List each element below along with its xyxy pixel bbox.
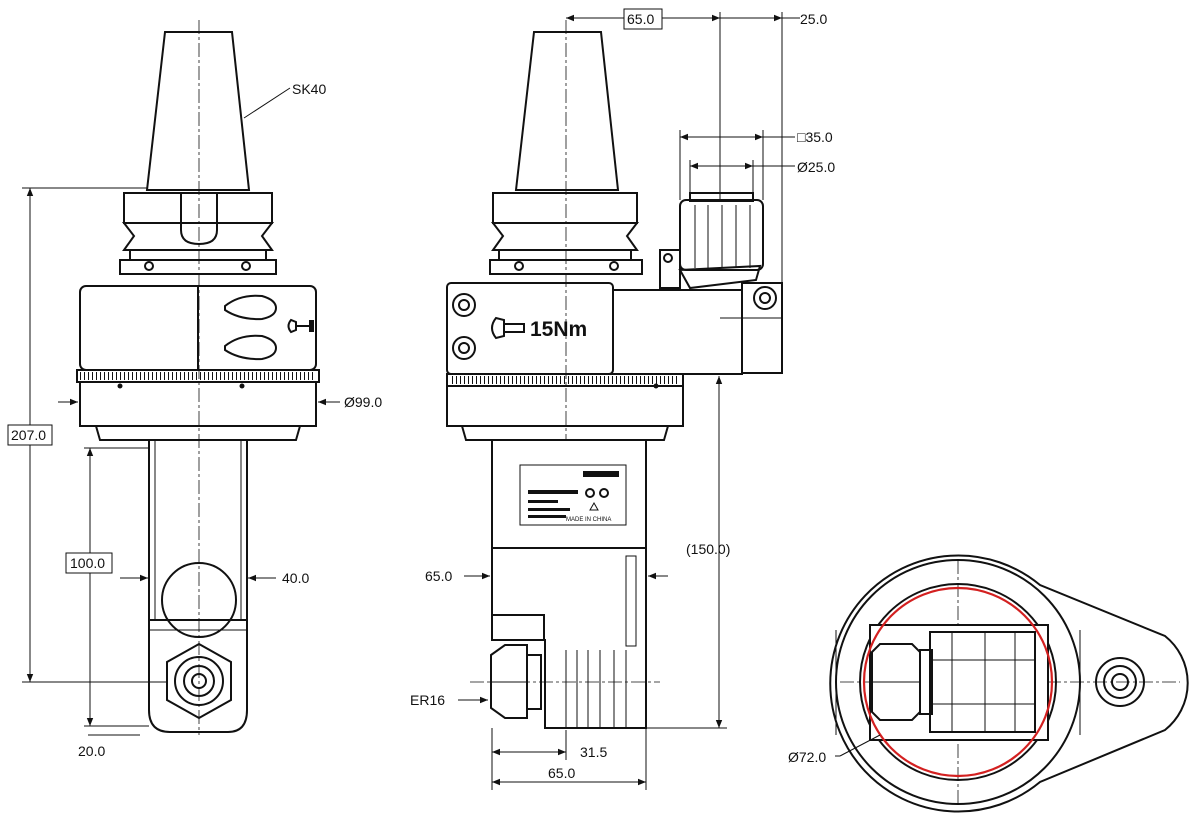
dim-40: 40.0 xyxy=(282,570,309,586)
warning-icon xyxy=(589,501,599,511)
lower-housing xyxy=(491,439,647,549)
dim-20: 20.0 xyxy=(78,743,105,759)
torque-label: 15Nm xyxy=(530,318,587,341)
er16-label: ER16 xyxy=(410,692,445,708)
dim-dia99: Ø99.0 xyxy=(344,394,382,410)
collet-nut xyxy=(490,644,528,719)
oval-slot xyxy=(224,294,278,321)
dim-65-bottom: 65.0 xyxy=(548,765,575,781)
flange-groove xyxy=(121,222,275,251)
screw-dot xyxy=(144,261,154,271)
sk40-taper xyxy=(145,31,251,191)
front-view: SK40 207.0 100.0 20.0 40.0 Ø99.0 xyxy=(7,20,382,759)
dim-25-top: 25.0 xyxy=(800,11,827,27)
oval-slot xyxy=(224,334,278,361)
wrench-icon xyxy=(491,316,525,340)
dia72-highlight-circle xyxy=(862,586,1054,778)
wrench-icon xyxy=(287,318,314,334)
side-view: 15Nm MADE IN CHINA xyxy=(410,8,835,790)
dim-dia25: Ø25.0 xyxy=(797,159,835,175)
dim-65-side: 65.0 xyxy=(425,568,452,584)
dim-150: (150.0) xyxy=(686,541,730,557)
flange-top xyxy=(123,192,273,224)
shank xyxy=(148,439,248,621)
plate-made-in: MADE IN CHINA xyxy=(566,517,611,523)
dim-65-top: 65.0 xyxy=(627,11,654,27)
nameplate xyxy=(519,464,627,526)
dim-100: 100.0 xyxy=(70,555,105,571)
collet-nut xyxy=(166,642,232,720)
sk40-taper xyxy=(514,31,620,191)
dim-31-5: 31.5 xyxy=(580,744,607,760)
dim-dia72: Ø72.0 xyxy=(788,749,826,765)
dim-207: 207.0 xyxy=(11,427,46,443)
sk40-label: SK40 xyxy=(292,81,326,97)
body-outline xyxy=(829,554,1189,813)
dim-sq35: □35.0 xyxy=(797,129,833,145)
bottom-view: Ø72.0 xyxy=(788,554,1189,813)
screw-dot xyxy=(241,261,251,271)
